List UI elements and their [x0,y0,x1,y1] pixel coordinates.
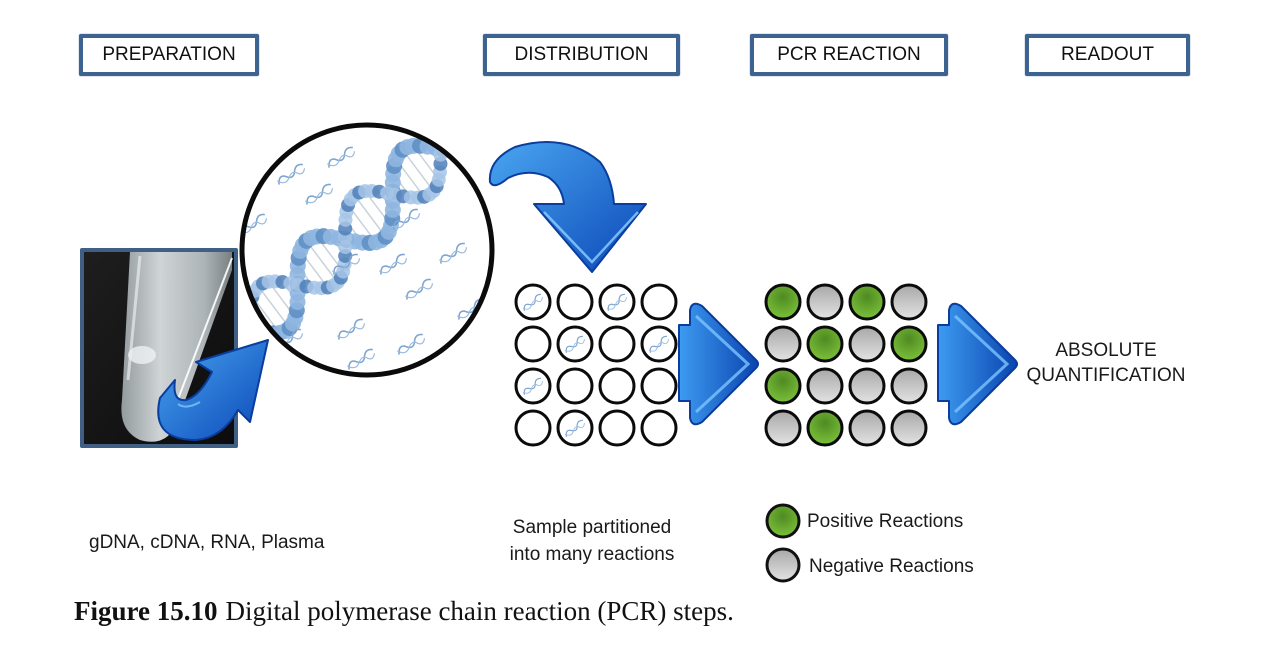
positive-reaction [764,367,802,405]
dna-strand-icon [564,419,585,437]
positive-reaction [806,325,844,363]
dna-strand-icon [305,183,334,205]
figure-number: Figure 15.10 [74,596,218,626]
dna-strand-icon [606,293,627,311]
dna-strand-icon [337,318,366,340]
stage-distribution: DISTRIBUTION [483,34,680,76]
stage-label: PREPARATION [102,44,236,65]
distribution-description-line-2: into many reactions [509,544,675,565]
readout-label: ABSOLUTE QUANTIFICATION [1020,338,1192,388]
stage-label: READOUT [1061,44,1154,65]
dna-magnifier-circle [239,122,495,378]
dna-strand-icon [347,348,376,370]
negative-reaction [764,325,802,363]
partition-empty [640,367,678,405]
dna-strand-icon [522,377,543,395]
dna-strand-icon [332,253,361,275]
dna-strand-icon [439,242,468,264]
negative-reaction [890,409,928,447]
dna-strand-icon [397,333,426,355]
positive-reaction [764,283,802,321]
negative-legend-label: Negative Reactions [809,556,974,577]
dna-strand-icon [379,253,408,275]
partition-empty [598,325,636,363]
distribution-description: Sample partitioned into many reactions [496,514,688,568]
positive-reaction [890,325,928,363]
negative-reaction [806,367,844,405]
negative-reaction [806,283,844,321]
dna-strand-icon [405,278,434,300]
partition-empty [640,409,678,447]
partition-empty [556,283,594,321]
negative-legend-marker [765,547,801,583]
negative-reaction [848,367,886,405]
positive-reaction [848,283,886,321]
dna-strand-icon [522,293,543,311]
stage-preparation: PREPARATION [79,34,259,76]
partition-empty [556,367,594,405]
distribution-description-line-1: Sample partitioned [512,517,672,538]
distribution-grid [514,283,678,447]
dna-strand-icon [392,208,421,230]
positive-reaction [806,409,844,447]
curved-arrow-up-icon [157,339,269,441]
figure-caption-text: Digital polymerase chain reaction (PCR) … [225,596,734,626]
negative-reaction [890,367,928,405]
dna-strand-icon [244,213,268,235]
partition-empty [640,283,678,321]
partition-empty [598,409,636,447]
partition-empty [514,409,552,447]
negative-reaction [848,409,886,447]
readout-line-1: ABSOLUTE [1055,340,1157,361]
dna-strand-icon [564,335,585,353]
readout-line-2: QUANTIFICATION [1026,365,1186,386]
positive-legend-marker [765,503,801,539]
partition-empty [514,325,552,363]
stage-label: PCR REACTION [777,44,921,65]
right-arrow-icon [678,302,759,426]
dna-strand-icon [648,335,669,353]
stage-readout: READOUT [1025,34,1190,76]
stage-pcr-reaction: PCR REACTION [750,34,948,76]
pcr-reaction-grid [764,283,928,447]
dna-strand-icon [277,163,306,185]
stage-label: DISTRIBUTION [514,44,649,65]
partition-empty [598,367,636,405]
positive-legend-label: Positive Reactions [807,511,964,532]
negative-reaction [890,283,928,321]
negative-reaction [764,409,802,447]
dna-strand-icon [327,146,356,168]
sample-types-label: gDNA, cDNA, RNA, Plasma [89,532,325,553]
negative-reaction [848,325,886,363]
right-arrow-icon [937,302,1018,426]
curved-arrow-down-icon [488,141,647,273]
